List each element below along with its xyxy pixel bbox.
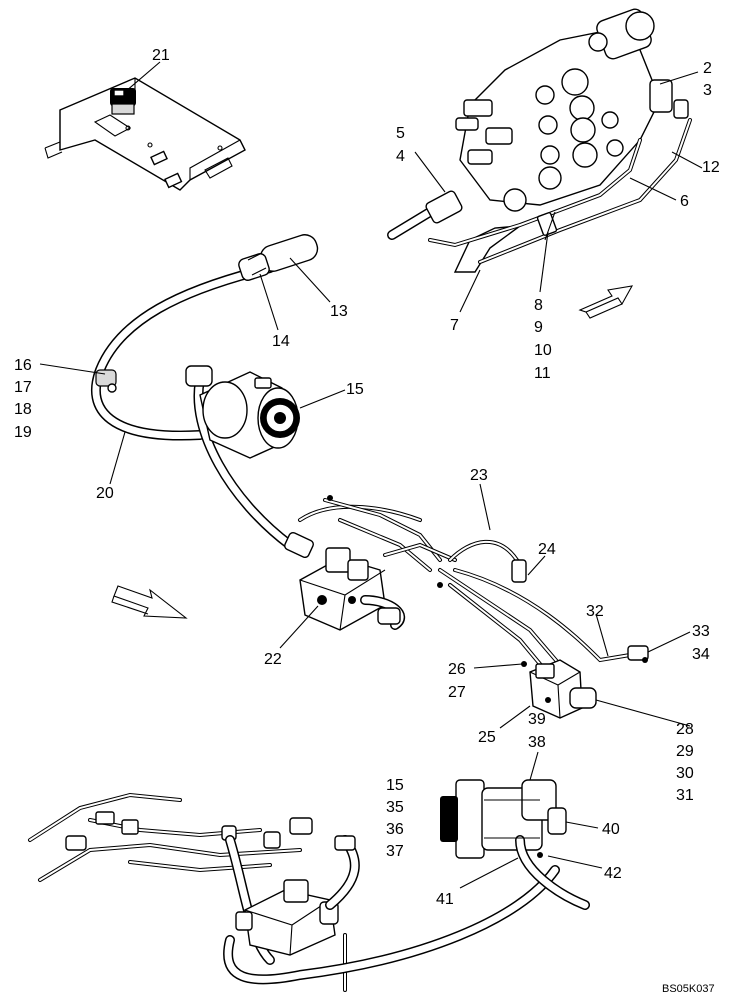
callout-2: 2 [703, 60, 712, 77]
callout-8: 8 [534, 297, 543, 314]
switch-bracket [44, 77, 246, 191]
callout-6: 6 [680, 193, 689, 210]
leader-lines [39, 61, 703, 889]
callout-30: 30 [676, 765, 694, 782]
callout-20: 20 [96, 485, 114, 502]
callout-3: 3 [703, 82, 712, 99]
callout-15-lower: 15 [386, 777, 404, 794]
callout-4: 4 [396, 148, 405, 165]
callout-28: 28 [676, 721, 694, 738]
callout-9: 9 [534, 319, 543, 336]
callout-34: 34 [692, 646, 710, 663]
hose-23 [448, 539, 527, 583]
callouts: 21 2 3 5 4 12 6 13 14 7 8 9 10 11 16 17 … [14, 47, 720, 995]
callout-7: 7 [450, 317, 459, 334]
callout-33: 33 [692, 623, 710, 640]
hose-20 [91, 234, 319, 441]
lower-assembly [28, 792, 560, 992]
callout-5: 5 [396, 125, 405, 142]
callout-37: 37 [386, 843, 404, 860]
callout-12: 12 [702, 159, 720, 176]
pump-15-lower [440, 779, 590, 910]
direction-arrow-lower [111, 585, 188, 619]
callout-15-upper: 15 [346, 381, 364, 398]
callout-23: 23 [470, 467, 488, 484]
callout-17: 17 [14, 379, 32, 396]
callout-41: 41 [436, 891, 454, 908]
callout-21: 21 [152, 47, 170, 64]
callout-18: 18 [14, 401, 32, 418]
valve-25 [521, 659, 597, 719]
callout-24: 24 [538, 541, 556, 558]
callout-14: 14 [272, 333, 290, 350]
callout-36: 36 [386, 821, 404, 838]
tube-32 [438, 568, 649, 672]
callout-39: 39 [528, 711, 546, 728]
callout-13: 13 [330, 303, 348, 320]
callout-27: 27 [448, 684, 466, 701]
pump-15 [185, 365, 300, 550]
callout-38: 38 [528, 734, 546, 751]
callout-26: 26 [448, 661, 466, 678]
control-valve [387, 8, 692, 273]
callout-22: 22 [264, 651, 282, 668]
callout-42: 42 [604, 865, 622, 882]
direction-arrow-upper [578, 285, 634, 319]
callout-25: 25 [478, 729, 496, 746]
callout-19: 19 [14, 424, 32, 441]
callout-16: 16 [14, 357, 32, 374]
callout-32: 32 [586, 603, 604, 620]
callout-40: 40 [602, 821, 620, 838]
callout-35: 35 [386, 799, 404, 816]
callout-29: 29 [676, 743, 694, 760]
drawing-code: BS05K037 [662, 983, 715, 995]
callout-31: 31 [676, 787, 694, 804]
callout-11: 11 [534, 365, 551, 382]
valve-block-22 [284, 495, 457, 631]
callout-10: 10 [534, 342, 552, 359]
